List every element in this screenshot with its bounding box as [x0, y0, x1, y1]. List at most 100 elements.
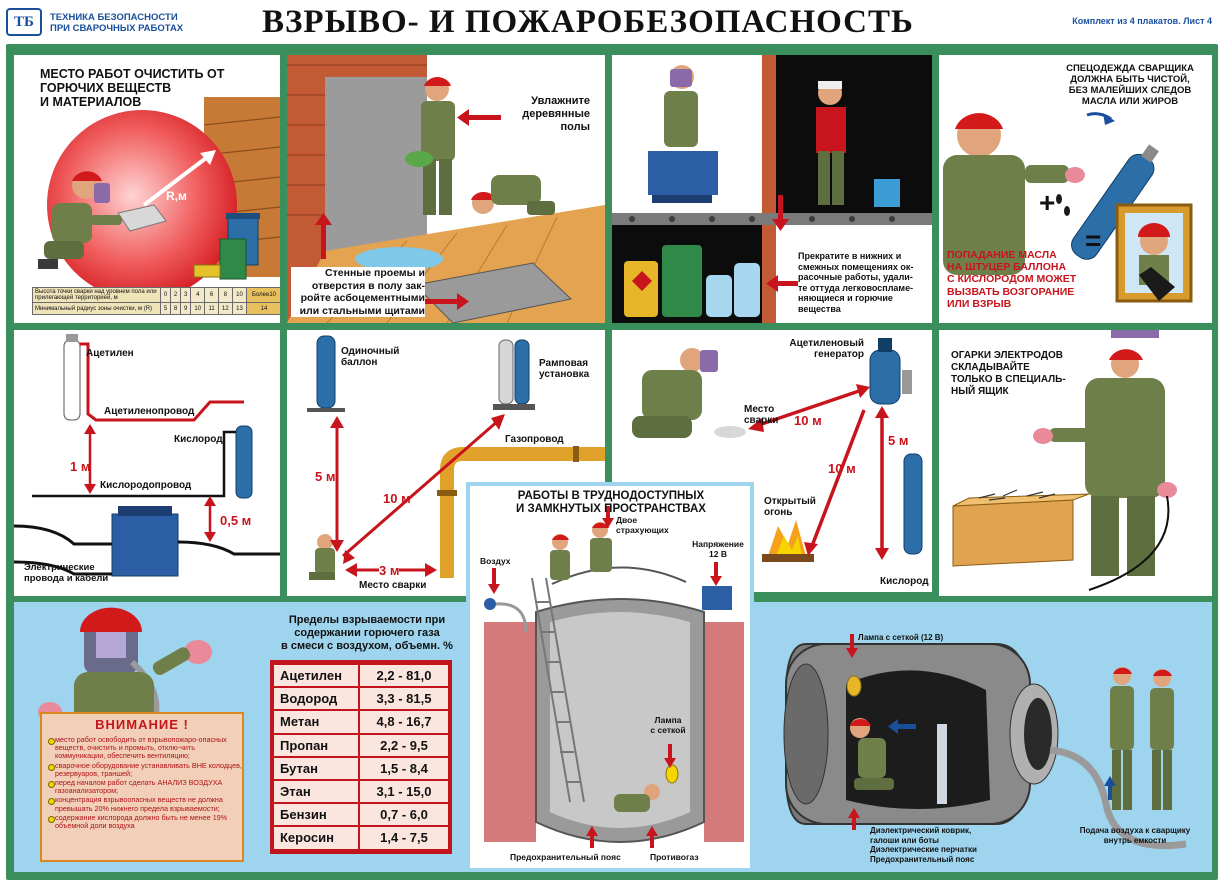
gas-range: 2,2 - 9,5: [360, 734, 448, 756]
rooms-illustration: [612, 55, 932, 323]
electrode-box-illustration: [952, 330, 1177, 591]
acetylene-label: Ацетилен: [86, 348, 134, 359]
panel-adjacent-rooms: Прекратите в нижних и смежных помещениях…: [612, 55, 932, 323]
two-safety-label: Двое страхующих: [616, 515, 669, 535]
attention-list: место работ освободить от взрывопожаро-о…: [48, 735, 242, 831]
poster-title: ВЗРЫВО- И ПОЖАРОБЕЗОПАСНОСТЬ: [262, 4, 914, 40]
panel-electrode-stubs: ОГАРКИ ЭЛЕКТРОДОВ СКЛАДЫВАЙТЕ ТОЛЬКО В С…: [939, 330, 1212, 596]
panel-clear-area: МЕСТО РАБОТ ОЧИСТИТЬ ОТ ГОРЮЧИХ ВЕЩЕСТВ …: [14, 55, 280, 323]
ramp-label: Рамповая установка: [539, 358, 590, 380]
oxygen-line-label: Кислородопровод: [100, 480, 192, 491]
clothing-illustration: [943, 112, 1193, 303]
gas-pipeline-label: Газопровод: [505, 434, 564, 445]
oxygen-label: Кислород: [880, 576, 929, 587]
generator-label: Ацетиленовый генератор: [789, 338, 864, 360]
electrode-stubs-text: ОГАРКИ ЭЛЕКТРОДОВ СКЛАДЫВАЙТЕ ТОЛЬКО В С…: [951, 350, 1066, 397]
air-supply-label: Подача воздуха к сварщику внутрь емкости: [1079, 826, 1191, 845]
air-label: Воздух: [480, 556, 511, 566]
table-cell: 8: [217, 287, 233, 303]
distance-10m-b: 10 м: [828, 461, 856, 476]
welder-figure: [632, 348, 746, 438]
table-cell: 9: [180, 302, 192, 315]
stop-painting-text: Прекратите в нижних и смежных помещениях…: [798, 251, 914, 314]
dielectric-label: Диэлектрический коврик, галоши или боты …: [870, 826, 977, 864]
clear-area-illustration: [38, 97, 280, 300]
list-item: место работ освободить от взрывопожаро-о…: [48, 735, 242, 761]
distance-1m: 1 м: [70, 459, 91, 474]
cables-label: Электрические провода и кабели: [24, 562, 109, 584]
lamp-label: Лампа с сеткой: [650, 715, 686, 735]
sheet-number: Комплект из 4 плакатов. Лист 4: [1072, 16, 1212, 26]
panel-floor-protection: Увлажните деревянные полы Стенные проемы…: [287, 55, 605, 323]
worker-kneeling-figure: [471, 175, 555, 215]
distance-10m-a: 10 м: [794, 413, 822, 428]
gas-name: Пропан: [274, 734, 358, 756]
gas-name: Ацетилен: [274, 665, 358, 687]
radius-zone: [47, 110, 237, 300]
distance-5m: 5 м: [888, 433, 909, 448]
distance-05m: 0,5 м: [220, 513, 252, 528]
gas-name: Бензин: [274, 804, 358, 826]
table-cell: 4: [190, 287, 206, 303]
list-item: содержание кислорода должно быть не мене…: [48, 813, 242, 830]
table-cell: 0: [159, 287, 172, 303]
table-cell: 5: [159, 302, 172, 315]
lamp-12v-label: Лампа с сеткой (12 В): [858, 633, 944, 642]
clear-radius-table: Высота точки сварки над уровнем пола или…: [32, 287, 280, 315]
radius-label: R,м: [166, 189, 187, 203]
table-cell: 8: [170, 302, 182, 315]
table-cell: 6: [204, 287, 219, 303]
attention-box: ВНИМАНИЕ ! место работ освободить от взр…: [40, 712, 244, 862]
series-name: ТЕХНИКА БЕЗОПАСНОСТИ ПРИ СВАРОЧНЫХ РАБОТ…: [50, 12, 184, 34]
gas-name: Этан: [274, 780, 358, 803]
gas-range: 4,8 - 16,7: [360, 711, 448, 733]
single-cylinder-label: Одиночный баллон: [341, 346, 400, 368]
table-row: Минимальный радиус зоны очистки, м (R) 5…: [32, 302, 280, 315]
attention-title: ВНИМАНИЕ !: [95, 717, 189, 732]
gas-range: 2,2 - 81,0: [360, 665, 448, 687]
tb-logo: ТБ: [6, 8, 42, 36]
table-cell: 12: [217, 302, 233, 315]
welder-figure: [943, 113, 1085, 275]
weld-place-label: Место сварки: [359, 580, 427, 591]
cylinder-distance-diagram: [307, 335, 605, 580]
worker-watering-figure: [405, 77, 455, 215]
clear-area-heading: МЕСТО РАБОТ ОЧИСТИТЬ ОТ ГОРЮЧИХ ВЕЩЕСТВ …: [40, 67, 225, 109]
welder-figure: [850, 718, 894, 790]
acetylene-line-label: Ацетиленопровод: [104, 406, 195, 417]
distance-5m: 5 м: [315, 469, 336, 484]
welder-figure: [648, 65, 718, 203]
oxygen-label: Кислород: [174, 434, 223, 445]
list-item: сварочное оборудование устанавливать ВНЕ…: [48, 761, 242, 778]
list-item: концентрация взрывоопасных веществ не до…: [48, 796, 242, 812]
table-cell: 10: [190, 302, 206, 315]
limits-heading: Пределы взрываемости при содержании горю…: [281, 614, 453, 652]
weld-place-label: Место сварки: [744, 404, 779, 426]
gas-range: 0,7 - 6,0: [360, 804, 448, 826]
table-cell: 13: [231, 302, 248, 315]
vessel-illustration: Лампа с сеткой (12 В) Диэлектрический ко…: [766, 604, 1212, 872]
plus-sign: +: [1039, 187, 1056, 218]
poster-header: ТБ ТЕХНИКА БЕЗОПАСНОСТИ ПРИ СВАРОЧНЫХ РА…: [0, 0, 1224, 46]
equals-sign: =: [1085, 225, 1102, 256]
cover-openings-text: Стенные проемы и отверстия в полу зак- р…: [291, 267, 425, 317]
generator-diagram: [632, 338, 923, 562]
clothing-text: СПЕЦОДЕЖДА СВАРЩИКА ДОЛЖНА БЫТЬ ЧИСТОЙ, …: [1066, 63, 1194, 107]
table-cell: 14: [246, 302, 280, 315]
panel-clean-clothing: СПЕЦОДЕЖДА СВАРЩИКА ДОЛЖНА БЫТЬ ЧИСТОЙ, …: [939, 55, 1212, 323]
confined-heading: РАБОТЫ В ТРУДНОДОСТУПНЫХ И ЗАМКНУТЫХ ПРО…: [516, 490, 706, 515]
table-cell: 10: [231, 287, 248, 303]
list-item: перед началом работ сделать АНАЛИЗ ВОЗДУ…: [48, 778, 242, 795]
pipelines-diagram: [14, 334, 280, 577]
distance-3m: 3 м: [379, 563, 400, 578]
tank-illustration: [470, 486, 750, 868]
gas-name: Метан: [274, 711, 358, 733]
welder-figure: [38, 171, 122, 269]
gas-name: Водород: [274, 688, 358, 710]
